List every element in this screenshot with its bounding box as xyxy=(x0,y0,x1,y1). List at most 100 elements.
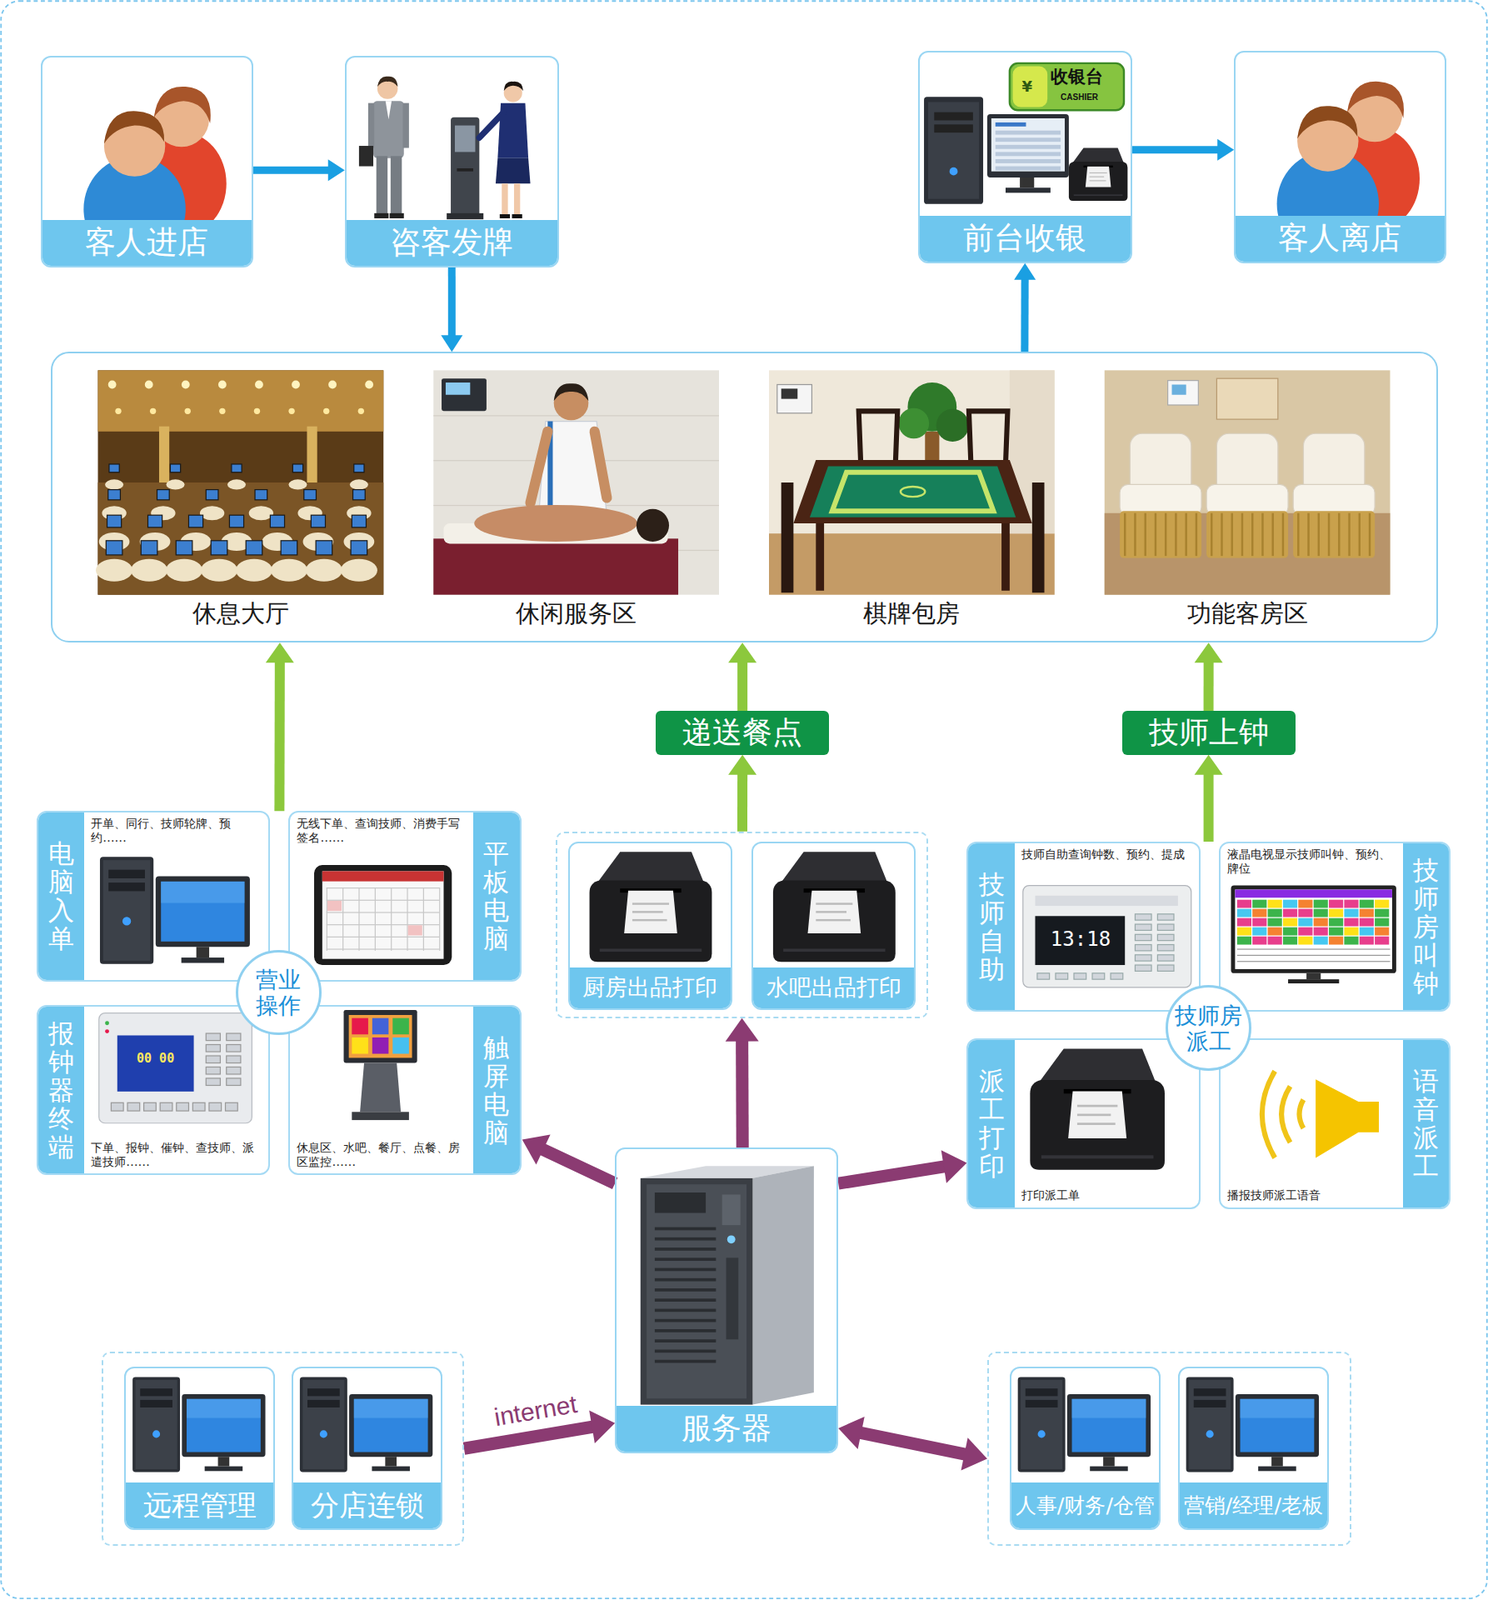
illustration-part xyxy=(122,916,131,925)
illustration-part xyxy=(349,479,369,490)
illustration-part xyxy=(117,1034,195,1091)
device-text: 收银台 xyxy=(1050,67,1104,87)
illustration-part xyxy=(1258,1466,1297,1472)
illustration-part xyxy=(107,514,122,528)
flow-arrow xyxy=(725,1018,759,1148)
illustration-part xyxy=(235,559,273,582)
illustration-part xyxy=(1328,918,1344,927)
illustration-part xyxy=(793,459,1032,524)
illustration-part xyxy=(1055,973,1069,979)
illustration-part xyxy=(1307,513,1309,556)
illustration-part xyxy=(654,1308,716,1313)
illustration-part xyxy=(781,851,888,883)
illustration-part xyxy=(1374,936,1389,945)
illustration-part xyxy=(1134,944,1152,951)
illustration-part xyxy=(114,408,121,415)
illustration-part xyxy=(1089,172,1108,174)
illustration-part xyxy=(445,382,470,395)
illustration-part xyxy=(923,96,984,205)
illustration-part xyxy=(176,1102,190,1111)
arrow-head xyxy=(522,1133,551,1164)
illustration-part xyxy=(351,514,366,528)
illustration-part xyxy=(328,380,337,390)
flow-arrow xyxy=(522,1133,615,1184)
note-area: 无线下单、查询技师、消费手写签名…… xyxy=(296,816,467,846)
illustration-part xyxy=(186,1398,261,1419)
illustration-part xyxy=(1216,378,1278,420)
illustration-part xyxy=(991,118,1065,172)
computer-icon xyxy=(299,1377,433,1473)
illustration-part xyxy=(1119,484,1202,515)
illustration-part xyxy=(632,918,668,921)
arrow-head xyxy=(725,1018,759,1042)
illustration-part xyxy=(479,112,504,139)
illustration-part xyxy=(340,559,378,582)
illustration-part xyxy=(392,1037,410,1054)
illustration-part xyxy=(226,1044,241,1053)
caption-strip: 休闲服务区 xyxy=(433,594,720,635)
illustration-part xyxy=(192,1102,205,1111)
illustration-part xyxy=(1298,899,1313,909)
illustration-part xyxy=(188,514,203,528)
illustration-part xyxy=(815,523,824,591)
tag-body: 递送餐点 xyxy=(655,710,829,755)
illustration-part xyxy=(147,514,162,528)
illustration-part xyxy=(291,380,300,390)
illustration-part xyxy=(987,114,1069,178)
illustration-part xyxy=(344,1009,418,1064)
illustration-part xyxy=(768,533,1055,595)
arrow-shaft xyxy=(1020,278,1029,353)
illustration-part xyxy=(226,1066,241,1074)
panel-title: 平板电脑 xyxy=(483,838,510,953)
illustration-part xyxy=(654,1247,716,1251)
illustration-part xyxy=(933,112,974,121)
illustration-part xyxy=(554,383,590,401)
illustration-part xyxy=(446,213,484,220)
illustration-part xyxy=(1038,1429,1046,1438)
label-band: 分店连锁 xyxy=(293,1482,441,1528)
illustration-part xyxy=(205,1066,220,1074)
printer-icon xyxy=(1029,1048,1165,1169)
illustration-part xyxy=(354,1398,429,1453)
illustration-part xyxy=(226,1033,241,1041)
illustration-part xyxy=(204,1466,244,1472)
illustration-part xyxy=(1359,927,1374,936)
illustration-part xyxy=(302,1379,345,1469)
device-panel: 技师房叫钟液晶电视显示技师叫钟、预约、牌位 xyxy=(1218,841,1451,1012)
illustration-part xyxy=(110,1102,124,1111)
illustration-part xyxy=(968,410,1009,465)
illustration-part xyxy=(1193,1399,1227,1408)
illustration-part xyxy=(1020,1379,1063,1469)
illustration-part xyxy=(288,479,307,490)
illustration-part xyxy=(1262,1070,1275,1158)
illustration-part xyxy=(1041,1154,1154,1159)
illustration-part xyxy=(783,948,885,952)
illustration-part xyxy=(377,76,398,87)
illustration-part xyxy=(351,1018,369,1035)
illustration-part xyxy=(181,380,190,390)
illustration-part xyxy=(1206,510,1289,558)
illustration-part xyxy=(104,479,124,490)
device-text: CASHIER xyxy=(1060,92,1099,102)
illustration-part xyxy=(1133,513,1136,556)
flow-arrow xyxy=(265,642,295,811)
flow-arrow xyxy=(728,754,757,832)
box-label: 前台收银 xyxy=(963,217,1087,260)
illustration-part xyxy=(1343,918,1359,927)
illustration-part xyxy=(408,924,423,935)
illustration-part xyxy=(157,489,170,500)
arrow-head xyxy=(1194,642,1224,663)
illustration-part xyxy=(495,158,531,185)
illustration-part xyxy=(1313,918,1329,927)
label-holder: ¥ xyxy=(1022,78,1034,95)
illustration-part xyxy=(1134,933,1152,940)
device-panel: 语音派工播报技师派工语音 xyxy=(1218,1038,1451,1209)
illustration-part xyxy=(358,408,365,415)
illustration-part xyxy=(654,1328,716,1333)
illustration-part xyxy=(225,1102,239,1111)
illustration-part xyxy=(103,859,151,961)
device-text: 00 00 xyxy=(136,1051,175,1066)
illustration-part xyxy=(108,882,145,891)
illustration-part xyxy=(349,1014,413,1058)
